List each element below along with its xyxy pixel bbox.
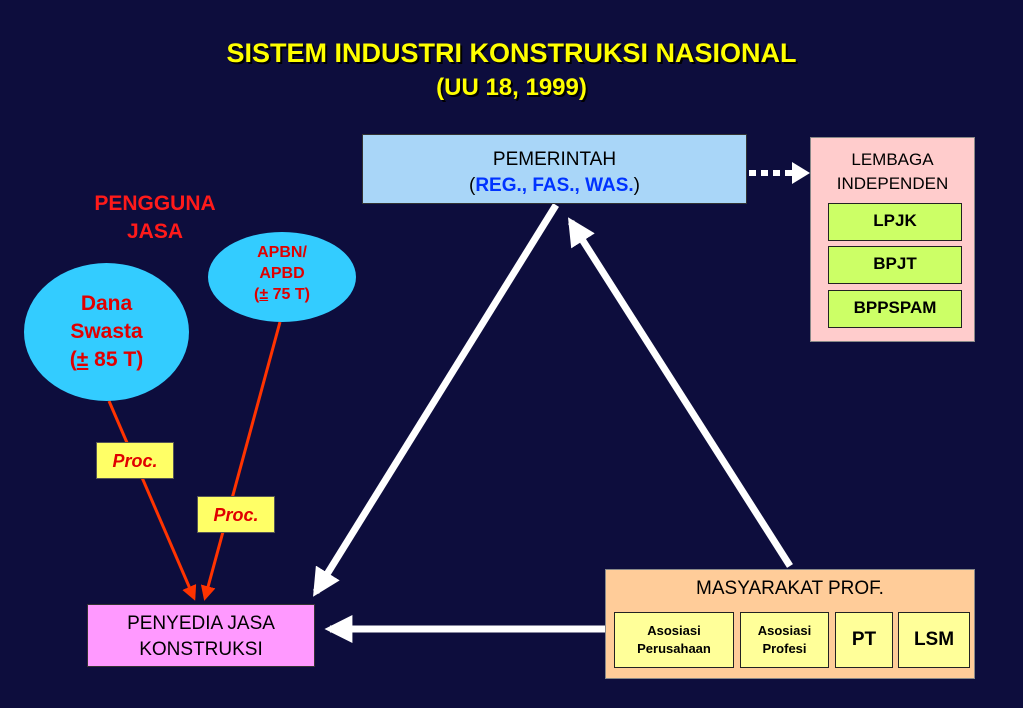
masyarakat-item-1-line1: Asosiasi bbox=[757, 623, 812, 638]
dana-swasta-amount-line: (± 85 T) bbox=[24, 346, 189, 374]
pengguna-jasa-label: PENGGUNA JASA bbox=[60, 190, 250, 246]
apbn-pm: ± bbox=[259, 286, 269, 303]
pemerintah-roles-close: ) bbox=[633, 175, 640, 196]
proc-label-swasta: Proc. bbox=[96, 442, 174, 479]
dana-swasta-close: ) bbox=[136, 348, 144, 371]
dana-swasta-pm: ± bbox=[76, 348, 89, 371]
arrow-dana-to-penyedia bbox=[107, 400, 197, 601]
lembaga-label-line1: LEMBAGA bbox=[851, 150, 934, 169]
apbn-close: ) bbox=[304, 286, 310, 303]
apbn-open: ( bbox=[254, 286, 260, 303]
arrow-apbn-to-penyedia bbox=[200, 321, 282, 601]
arrow-masyarakat-to-pemerintah bbox=[567, 217, 793, 568]
pengguna-line2: JASA bbox=[126, 220, 184, 243]
proc-label-apbn: Proc. bbox=[197, 496, 275, 533]
masyarakat-item-pt: PT bbox=[835, 612, 893, 668]
dana-swasta-amount: 85 T bbox=[88, 348, 137, 371]
penyedia-line1: PENYEDIA JASA bbox=[127, 613, 275, 634]
dana-swasta-open: ( bbox=[69, 348, 77, 371]
pemerintah-roles-open: ( bbox=[468, 175, 476, 196]
pemerintah-roles: REG., FAS., WAS. bbox=[475, 175, 634, 196]
arrow-pemerintah-to-penyedia bbox=[313, 203, 559, 597]
apbn-apbd-ellipse: APBN/ APBD (± 75 T) bbox=[208, 232, 356, 322]
penyedia-jasa-box: PENYEDIA JASA KONSTRUKSI bbox=[87, 604, 315, 667]
apbn-line1: APBN/ bbox=[257, 244, 307, 261]
apbn-line2: APBD bbox=[259, 265, 305, 282]
diagram-subtitle: (UU 18, 1999) bbox=[436, 74, 587, 101]
apbn-amount: 75 T bbox=[268, 286, 305, 303]
pemerintah-roles-line: (REG., FAS., WAS.) bbox=[363, 173, 746, 199]
dana-swasta-ellipse: Dana Swasta (± 85 T) bbox=[24, 263, 189, 401]
masyarakat-item-lsm: LSM bbox=[898, 612, 970, 668]
lembaga-independen-box: LEMBAGA INDEPENDEN LPJK BPJT BPPSPAM bbox=[810, 137, 975, 342]
pengguna-line1: PENGGUNA bbox=[94, 192, 216, 215]
diagram-title: SISTEM INDUSTRI KONSTRUKSI NASIONAL bbox=[226, 38, 797, 68]
penyedia-line2: KONSTRUKSI bbox=[139, 639, 263, 660]
lembaga-item-lpjk: LPJK bbox=[828, 203, 962, 241]
lembaga-label: LEMBAGA INDEPENDEN bbox=[811, 148, 974, 196]
pemerintah-label: PEMERINTAH bbox=[492, 149, 617, 170]
apbn-amount-line: (± 75 T) bbox=[208, 284, 356, 305]
arrow-pemerintah-to-lembaga-head bbox=[792, 162, 810, 184]
masyarakat-item-0-line2: Perusahaan bbox=[637, 641, 711, 656]
dana-swasta-line2: Swasta bbox=[70, 320, 143, 343]
dana-swasta-line1: Dana bbox=[80, 292, 133, 315]
masyarakat-item-1-line2: Profesi bbox=[762, 641, 807, 656]
pemerintah-box: PEMERINTAH (REG., FAS., WAS.) bbox=[362, 134, 747, 204]
lembaga-item-bpjt: BPJT bbox=[828, 246, 962, 284]
lembaga-item-bppspam: BPPSPAM bbox=[828, 290, 962, 328]
lembaga-label-line2: INDEPENDEN bbox=[836, 174, 949, 193]
masyarakat-item-0-line1: Asosiasi bbox=[647, 623, 701, 638]
masyarakat-label: MASYARAKAT PROF. bbox=[696, 578, 884, 599]
